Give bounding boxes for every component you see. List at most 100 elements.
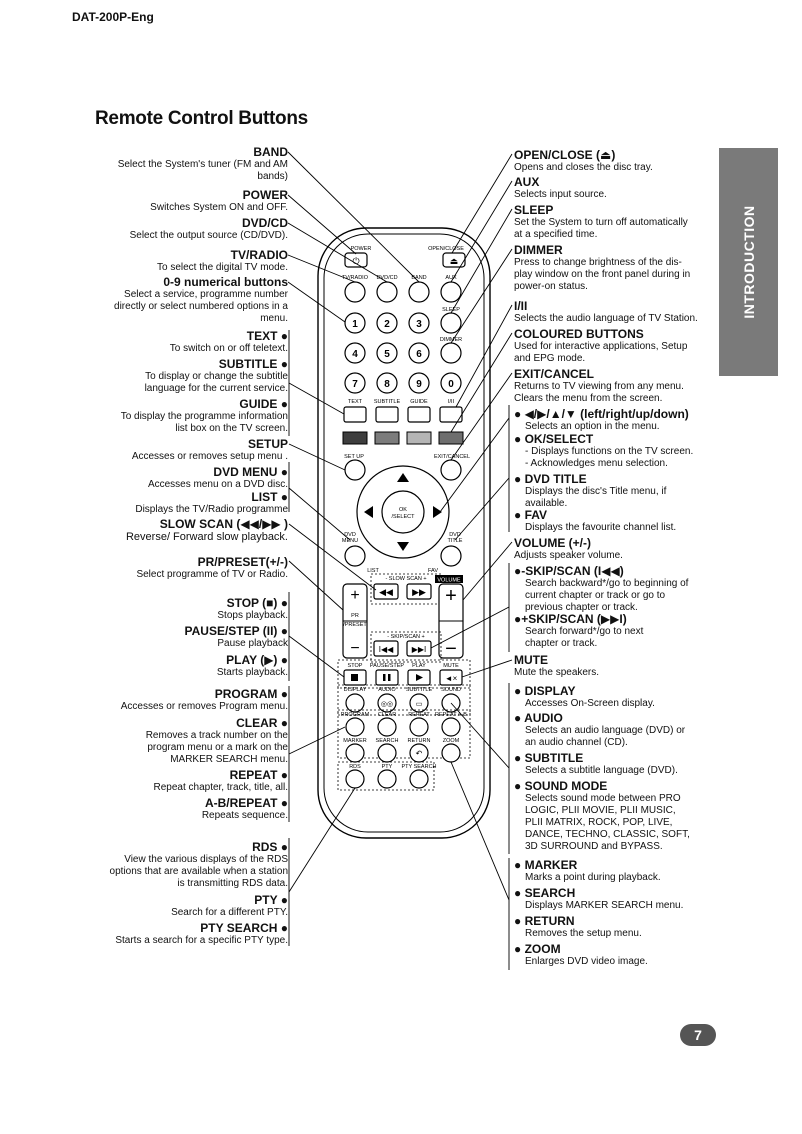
aux-button[interactable]: [440, 281, 462, 303]
slow-scan-back-button[interactable]: [373, 583, 399, 600]
program-caption: PROGRAM: [341, 712, 370, 718]
program-group: [337, 709, 471, 759]
repeat-button[interactable]: [409, 717, 429, 737]
label-slow-scan: SLOW SCAN (◀◀/▶▶ )Reverse/ Forward slow …: [125, 517, 288, 543]
remote-body: [317, 227, 491, 839]
select-caption: /SELECT: [392, 514, 416, 520]
search-caption: SEARCH: [376, 738, 399, 744]
slow-forward-icon: ▶▶: [412, 587, 426, 597]
display-caption: DISPLAY: [344, 687, 367, 693]
stop-icon: [351, 674, 358, 681]
label-rds: RDS ●View the various displays of the RD…: [109, 840, 288, 889]
label-pty-search: PTY SEARCH ●Starts a search for a specif…: [115, 921, 288, 946]
subtitle-dvd-button[interactable]: [409, 693, 429, 713]
volume-label-bg: [435, 575, 463, 583]
return-caption: RETURN: [408, 738, 431, 744]
sleep-button[interactable]: [440, 312, 462, 334]
digit-2-button[interactable]: [376, 312, 398, 334]
pty-search-button[interactable]: [409, 769, 429, 789]
digit-3-button[interactable]: [408, 312, 430, 334]
program-button[interactable]: [345, 717, 365, 737]
yellow-button[interactable]: [406, 431, 432, 445]
exit-cancel-button[interactable]: [440, 459, 462, 481]
guide-button[interactable]: [407, 406, 431, 423]
pause-icon: [383, 674, 386, 681]
repeat-ab-caption: REPEAT A-B: [435, 712, 467, 718]
digit-9-button[interactable]: [408, 372, 430, 394]
pty-search-caption: PTY SEARCH: [401, 764, 436, 770]
red-button[interactable]: [342, 431, 368, 445]
pause-step-button[interactable]: [375, 669, 399, 686]
digit-3-label: 3: [416, 319, 422, 330]
volume-caption: VOLUME: [437, 578, 461, 584]
label-program: PROGRAM ●Accesses or removes Program men…: [120, 687, 288, 712]
digit-4-button[interactable]: [344, 342, 366, 364]
skip-back-button[interactable]: [373, 640, 399, 657]
digit-1-button[interactable]: [344, 312, 366, 334]
pty-button[interactable]: [377, 769, 397, 789]
subtitle2-caption: SUBTITLE: [406, 687, 433, 693]
ok-select-button[interactable]: [381, 490, 425, 534]
fav-button[interactable]: [440, 545, 462, 567]
dimmer-button[interactable]: [440, 342, 462, 364]
left-arrow-icon[interactable]: [364, 506, 373, 518]
band-button[interactable]: [408, 281, 430, 303]
play-icon: [416, 674, 423, 681]
digit-5-button[interactable]: [376, 342, 398, 364]
digit-6-button[interactable]: [408, 342, 430, 364]
skip-scan-group: [370, 631, 442, 663]
tv-radio-caption: TV/RADIO: [342, 275, 369, 281]
label-list: LIST ●Displays the TV/Radio programme: [135, 490, 288, 515]
dvd-cd-button[interactable]: [376, 281, 398, 303]
marker-button[interactable]: [345, 743, 365, 763]
pty-caption: PTY: [382, 764, 393, 770]
slow-back-icon: ◀◀: [379, 587, 393, 597]
audio-button[interactable]: [377, 693, 397, 713]
green-button[interactable]: [374, 431, 400, 445]
subtitle-button[interactable]: [375, 406, 399, 423]
label-pty: PTY ●Search for a different PTY.: [171, 893, 288, 918]
setup-caption: SET UP: [344, 454, 364, 460]
display-button[interactable]: [345, 693, 365, 713]
power-button[interactable]: [344, 252, 368, 268]
open-close-button[interactable]: [442, 252, 466, 268]
text-button[interactable]: [343, 406, 367, 423]
label-stop: STOP (■) ●Stops playback.: [217, 596, 288, 621]
down-arrow-icon[interactable]: [397, 542, 409, 551]
right-arrow-icon[interactable]: [433, 506, 442, 518]
up-arrow-icon[interactable]: [397, 473, 409, 482]
digit-8-button[interactable]: [376, 372, 398, 394]
digit-2-label: 2: [384, 319, 390, 330]
rds-caption: RDS: [349, 764, 361, 770]
rds-button[interactable]: [345, 769, 365, 789]
label-open-close: OPEN/CLOSE (⏏)Opens and closes the disc …: [514, 148, 653, 173]
marker-caption: MARKER: [343, 738, 367, 744]
rds-group: [337, 761, 435, 791]
zoom-button[interactable]: [441, 743, 461, 763]
skip-back-icon: I◀◀: [379, 645, 394, 654]
slow-scan-caption: - SLOW SCAN +: [385, 576, 426, 582]
blue-button[interactable]: [438, 431, 464, 445]
slow-scan-forward-button[interactable]: [406, 583, 432, 600]
pr-plus-icon: +: [350, 587, 359, 604]
setup-button[interactable]: [344, 459, 366, 481]
pr-minus-icon: −: [350, 640, 359, 657]
digit-0-button[interactable]: [440, 372, 462, 394]
repeat-ab-button[interactable]: [441, 717, 461, 737]
open-close-caption: OPEN/CLOSE: [428, 246, 464, 252]
zoom-caption: ZOOM: [443, 738, 460, 744]
clear-button[interactable]: [377, 717, 397, 737]
skip-forward-button[interactable]: [406, 640, 432, 657]
digit-7-button[interactable]: [344, 372, 366, 394]
page-number: 7: [680, 1024, 716, 1046]
search-button[interactable]: [377, 743, 397, 763]
tv-radio-button[interactable]: [344, 281, 366, 303]
list-button[interactable]: [344, 545, 366, 567]
